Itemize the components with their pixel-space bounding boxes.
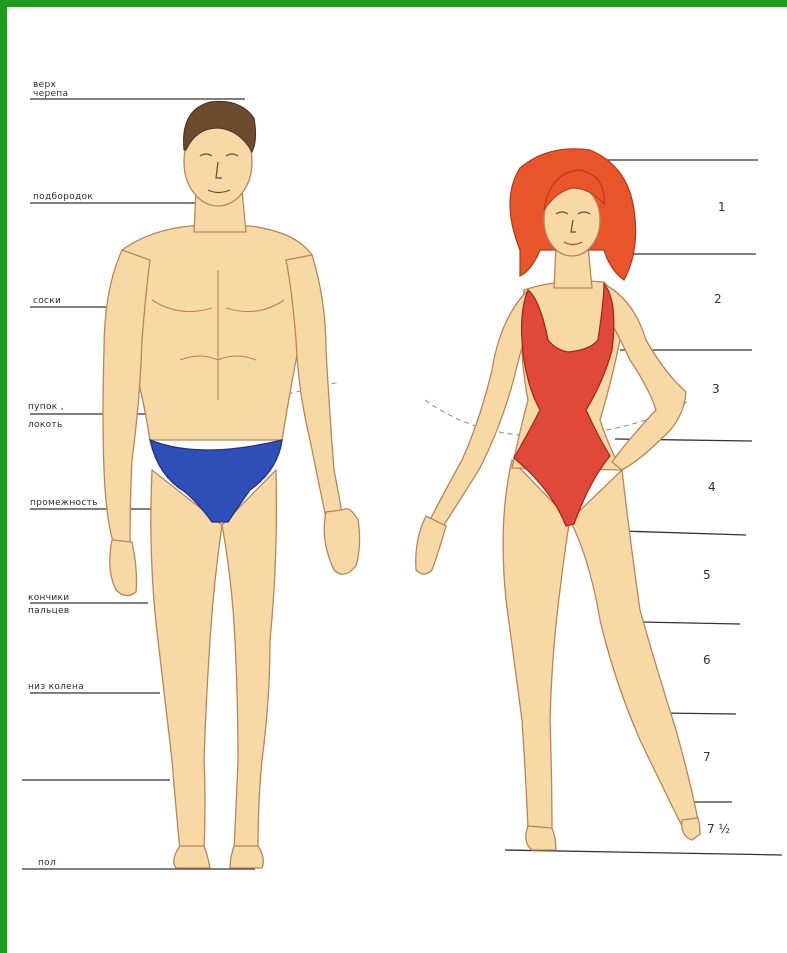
label-crotch: промежность xyxy=(30,498,98,508)
male-figure xyxy=(103,101,360,868)
scale-number-1: 1 xyxy=(718,200,726,214)
scale-number-6: 6 xyxy=(703,653,711,667)
scale-number-7-half: 7 ½ xyxy=(707,822,730,836)
scale-number-3: 3 xyxy=(712,382,720,396)
scale-number-4: 4 xyxy=(708,480,716,494)
label-navel-2: локоть xyxy=(28,420,63,430)
label-nipples: соски xyxy=(33,296,61,306)
label-navel-1: пупок , xyxy=(28,402,64,412)
label-below-knee: низ колена xyxy=(28,682,84,692)
label-fingertips-2: пальцев xyxy=(28,606,70,616)
label-skull-top-2: черепа xyxy=(33,89,68,99)
scale-number-2: 2 xyxy=(714,292,722,306)
label-chin: подбородок xyxy=(33,192,93,202)
label-fingertips-1: кончики xyxy=(28,593,69,603)
scale-number-7: 7 xyxy=(703,750,711,764)
label-floor: пол xyxy=(38,858,56,868)
scale-number-5: 5 xyxy=(703,568,711,582)
